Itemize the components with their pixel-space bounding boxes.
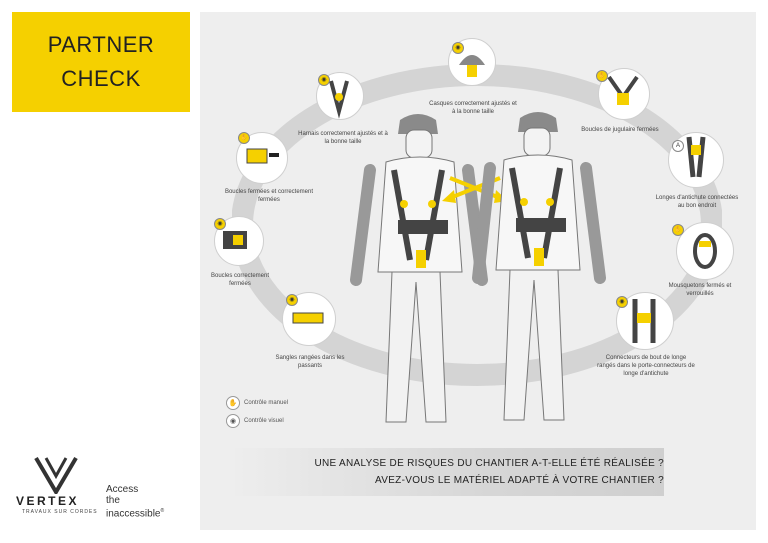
chin-buckles-caption: Boucles de jugulaire fermées [581,127,659,133]
right-worker-figure [472,112,606,421]
brand-name: VERTEX [16,494,80,508]
straps-caption: Sangles rangées dans les passants [275,355,345,369]
tagline-line-3: inaccessible® [106,506,164,520]
lanyards-caption: Longes d'antichute connectées au bon end… [655,195,739,209]
tagline-line-2: the [106,494,120,506]
eye-icon: ◉ [286,294,298,306]
legend-manual: ✋ Contrôle manuel [226,396,288,410]
eye-icon: ◉ [318,74,330,86]
eye-icon: ◉ [226,414,240,428]
legend-manual-label: Contrôle manuel [244,400,289,406]
hand-icon: ✋ [238,132,250,144]
eye-icon: ◉ [452,42,464,54]
hand-icon: ✋ [596,70,608,82]
left-worker-figure [350,114,488,423]
title-box: PARTNER CHECK [12,12,190,112]
brand-subtitle: TRAVAUX SUR CORDES [22,509,98,515]
workers-illustration [350,112,606,423]
eye-icon: ◉ [616,296,628,308]
title-line-2: CHECK [61,66,141,91]
question-1: UNE ANALYSE DE RISQUES DU CHANTIER A-T-E… [314,458,664,469]
legend-visual-label: Contrôle visuel [244,418,284,424]
buckles-closed-callout [236,132,288,184]
helmet-callout [448,38,496,86]
carabiners-callout [676,222,734,280]
question-2: AVEZ-VOUS LE MATÉRIEL ADAPTÉ À VOTRE CHA… [375,475,664,486]
hand-icon: ✋ [672,224,684,236]
tagline-line-1: Access [106,484,139,495]
legend-visual: ◉ Contrôle visuel [226,414,284,428]
carabiners-caption: Mousquetons fermés et verrouillés [668,283,732,297]
title-line-1: PARTNER [47,32,155,57]
connectors-caption: Connecteurs de bout de longe rangés dans… [597,355,695,377]
brand-tagline: Access the inaccessible® [106,484,164,520]
hand-icon: ✋ [226,396,240,410]
lanyards-callout [668,132,724,188]
buckles-correct-caption: Boucles correctement fermées [210,273,270,287]
buckles-closed-caption: Boucles fermées et correctement fermées [224,189,314,203]
questions-bar: UNE ANALYSE DE RISQUES DU CHANTIER A-T-E… [228,448,664,496]
helmets-caption: Casques correctement ajustés et à la bon… [429,101,517,115]
harness-caption: Harnais correctement ajustés et à la bon… [298,131,388,145]
tagline-line-3-text: inaccessible [106,508,161,520]
vertex-logo-icon [34,456,78,494]
eye-icon: ◉ [214,218,226,230]
tagline-mark: ® [160,508,165,514]
lanyard-letter-badge: A [672,140,684,152]
